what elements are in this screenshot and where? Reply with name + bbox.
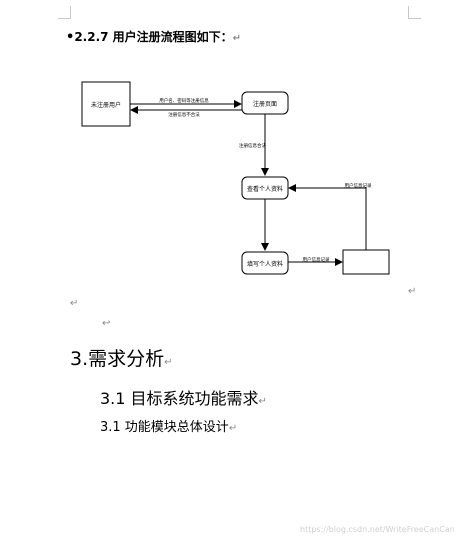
subheading-31-text: 3.1 功能模块总体设计 — [100, 420, 229, 435]
paragraph-mark-right: ↵ — [408, 286, 417, 297]
paragraph-mark-empty-1: ↵ — [70, 298, 79, 309]
unregistered-user-box — [81, 81, 131, 127]
view-profile-label: 查看个人资料 — [247, 185, 283, 193]
invalid-message-label: 注册信息不合法 — [168, 111, 200, 118]
user-data-store-box — [342, 249, 390, 275]
paragraph-mark-empty-2: ↩ — [102, 318, 111, 329]
arrow-store-to-view — [288, 184, 367, 250]
subheading-3-1: 3.1 功能模块总体设计↵ — [100, 416, 237, 435]
section-heading-3: 3.需求分析↵ — [70, 344, 173, 371]
page-corner-mark-top-right — [408, 6, 421, 19]
paragraph-mark-icon: ↵ — [164, 357, 173, 368]
heading-227-text: 2.2.7 用户注册流程图如下： — [74, 30, 233, 44]
unregistered-user-label: 未注册用户 — [91, 101, 121, 109]
valid-message-label: 注册信息合法 — [239, 142, 266, 149]
paragraph-mark-icon: ↵ — [232, 33, 242, 44]
store-record-label-bottom: 用户信息记录 — [303, 256, 330, 263]
fill-profile-label: 填写个人资料 — [247, 260, 283, 268]
fill-profile-box — [241, 251, 289, 275]
store-record-label-top: 用户信息记录 — [345, 182, 372, 189]
section-heading-3-1: 3.1 目标系统功能需求↵ — [100, 385, 267, 409]
register-page-label: 注册页面 — [253, 100, 277, 108]
section-heading-2-2-7: •2.2.7 用户注册流程图如下：↵ — [66, 28, 241, 45]
paragraph-mark-icon: ↵ — [228, 423, 238, 434]
credentials-message-label: 用户名、密码等注册信息 — [159, 97, 209, 104]
heading-3-text: 3.需求分析 — [70, 348, 165, 370]
watermark: https://blog.csdn.net/WriteFreeCanCan — [300, 525, 455, 534]
registration-flowchart: 未注册用户 注册页面 用户名、密码等注册信息 注册信息不合法 注册信息合法 查看… — [81, 81, 390, 275]
paragraph-mark-icon: ↵ — [258, 396, 267, 407]
heading-31-text: 3.1 目标系统功能需求 — [100, 389, 259, 408]
page-corner-mark-top-left — [58, 6, 71, 19]
bullet-glyph: • — [66, 30, 75, 45]
